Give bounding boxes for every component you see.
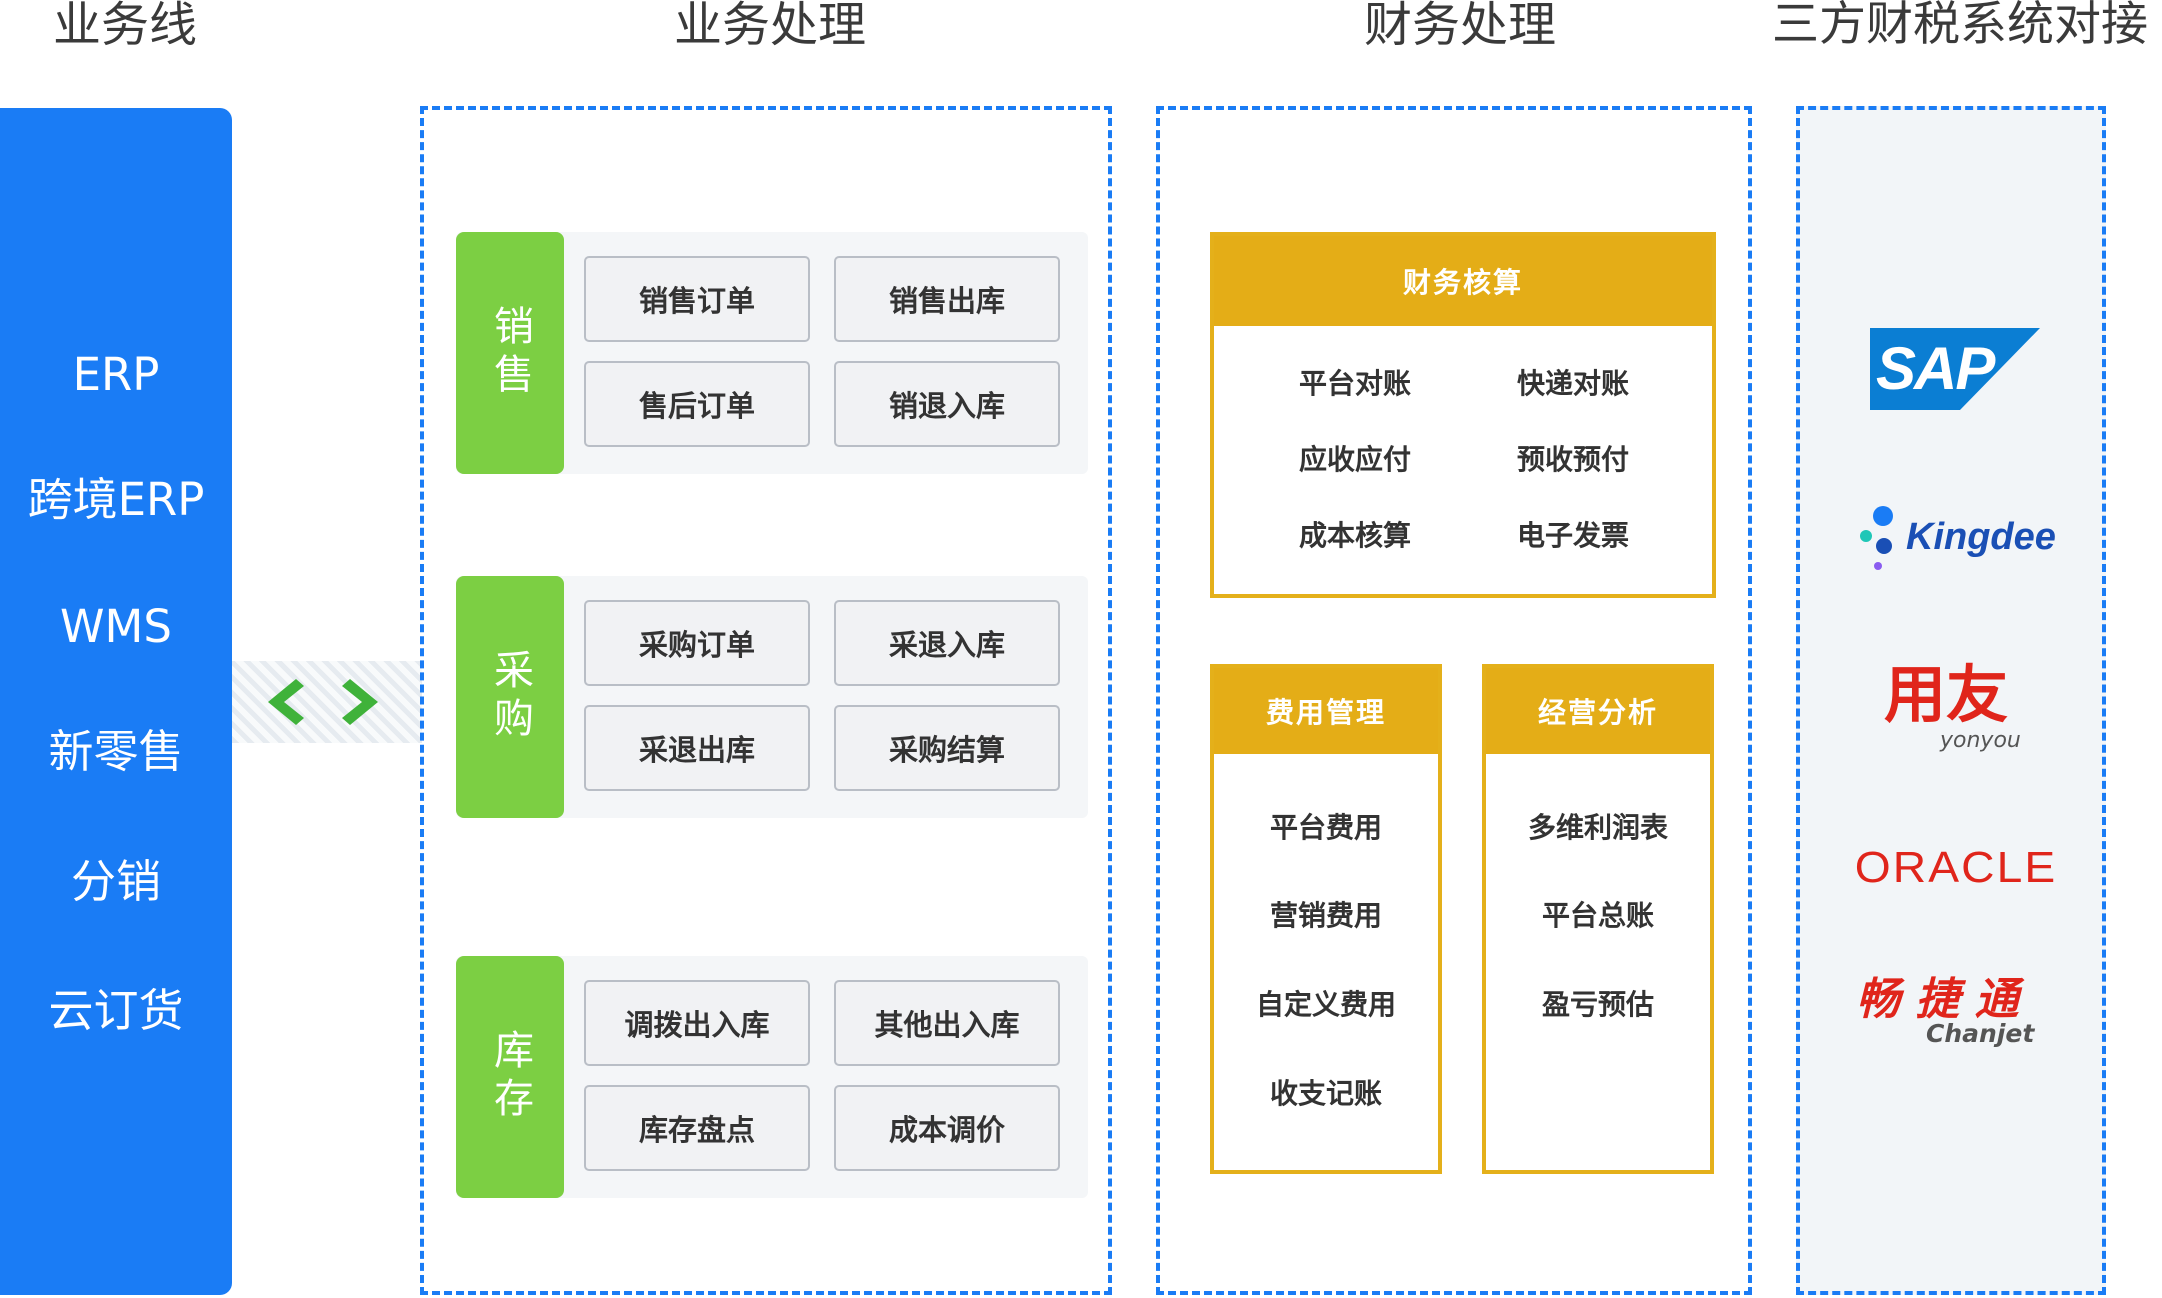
chanjet-logo: 畅 捷 通 Chanjet (1850, 972, 2060, 1072)
biz-item-transfer-in-out[interactable]: 调拨出入库 (584, 980, 810, 1066)
bizline-item-new-retail: 新零售 (48, 725, 184, 778)
fin-item-income-expense-ledger: 收支记账 (1269, 1077, 1382, 1110)
third-party-panel (1796, 106, 2106, 1295)
fin-item-receivable-payable: 应收应付 (1298, 443, 1411, 476)
oracle-logo-text: ORACLE (1854, 843, 2058, 892)
fin-item-marketing-expense: 营销费用 (1269, 899, 1382, 932)
yonyou-logo-cn: 用友 (1884, 658, 2009, 731)
fin-processing-panel (1156, 106, 1752, 1295)
biz-item-cost-adjustment[interactable]: 成本调价 (834, 1085, 1060, 1171)
biz-item-stocktaking[interactable]: 库存盘点 (584, 1085, 810, 1171)
fin-item-custom-expense: 自定义费用 (1255, 988, 1396, 1021)
fin-analysis-box: 经营分析 (1482, 664, 1714, 1174)
bidirectional-arrow-icon (268, 679, 378, 725)
biz-item-purchase-return-inbound[interactable]: 采退入库 (834, 600, 1060, 686)
fin-item-cost-accounting: 成本核算 (1298, 519, 1411, 552)
fin-item-profit-loss-estimate: 盈亏预估 (1541, 988, 1654, 1021)
biz-item-after-sales-order[interactable]: 售后订单 (584, 361, 810, 447)
bizline-item-cross-border-erp: 跨境ERP (27, 473, 205, 526)
title-third-party: 三方财税系统对接 (1772, 0, 2148, 52)
title-fin-processing: 财务处理 (1363, 0, 1556, 53)
fin-item-express-reconciliation: 快递对账 (1516, 367, 1629, 400)
group-purchase-label-text: 采购 (487, 649, 533, 745)
bizline-item-wms: WMS (60, 600, 172, 653)
sap-logo-text: SAP (1876, 335, 1995, 402)
title-bizline: 业务线 (52, 0, 197, 53)
bizline-item-distribution: 分销 (70, 855, 161, 908)
bizline-item-cloud-ordering: 云订货 (48, 984, 184, 1037)
kingdee-dots-icon (1860, 506, 1893, 570)
biz-item-other-in-out[interactable]: 其他出入库 (834, 980, 1060, 1066)
yonyou-logo-en: yonyou (1940, 728, 2021, 753)
fin-expense-title: 费用管理 (1214, 668, 1438, 754)
sap-logo: SAP (1870, 328, 2040, 410)
group-purchase-label: 采购 (456, 576, 564, 818)
fin-expense-box: 费用管理 (1210, 664, 1442, 1174)
fin-item-e-invoice: 电子发票 (1516, 519, 1629, 552)
chanjet-logo-en: Chanjet (1926, 1019, 2035, 1048)
fin-item-platform-ledger: 平台总账 (1541, 899, 1654, 932)
biz-item-purchase-return-outbound[interactable]: 采退出库 (584, 705, 810, 791)
biz-item-sales-outbound[interactable]: 销售出库 (834, 256, 1060, 342)
bizline-panel (0, 108, 232, 1295)
title-biz-processing: 业务处理 (673, 0, 866, 53)
kingdee-logo: Kingdee (1856, 500, 2066, 578)
group-inventory-label: 库存 (456, 956, 564, 1198)
group-sales-label: 销售 (456, 232, 564, 474)
biz-item-sales-return-inbound[interactable]: 销退入库 (834, 361, 1060, 447)
fin-accounting-box: 财务核算 (1210, 232, 1716, 598)
fin-item-platform-expense: 平台费用 (1269, 811, 1382, 844)
chanjet-logo-cn: 畅 捷 通 (1856, 974, 2019, 1025)
group-sales-label-text: 销售 (487, 305, 533, 401)
group-inventory-label-text: 库存 (487, 1029, 533, 1125)
kingdee-logo-text: Kingdee (1906, 516, 2056, 558)
fin-analysis-title: 经营分析 (1486, 668, 1710, 754)
oracle-logo: ORACLE (1836, 840, 2076, 896)
biz-processing-panel (420, 106, 1112, 1295)
fin-item-multidim-profit: 多维利润表 (1527, 811, 1668, 844)
yonyou-logo: 用友 yonyou (1880, 660, 2050, 760)
fin-accounting-title: 财务核算 (1214, 236, 1712, 326)
bizline-item-erp: ERP (72, 348, 160, 401)
sap-logo-shape (1870, 328, 2040, 410)
sync-connector (232, 661, 422, 743)
biz-item-purchase-order[interactable]: 采购订单 (584, 600, 810, 686)
fin-item-advance-receipt-payment: 预收预付 (1516, 443, 1629, 476)
biz-item-sales-order[interactable]: 销售订单 (584, 256, 810, 342)
fin-item-platform-reconciliation: 平台对账 (1298, 367, 1411, 400)
biz-item-purchase-settlement[interactable]: 采购结算 (834, 705, 1060, 791)
